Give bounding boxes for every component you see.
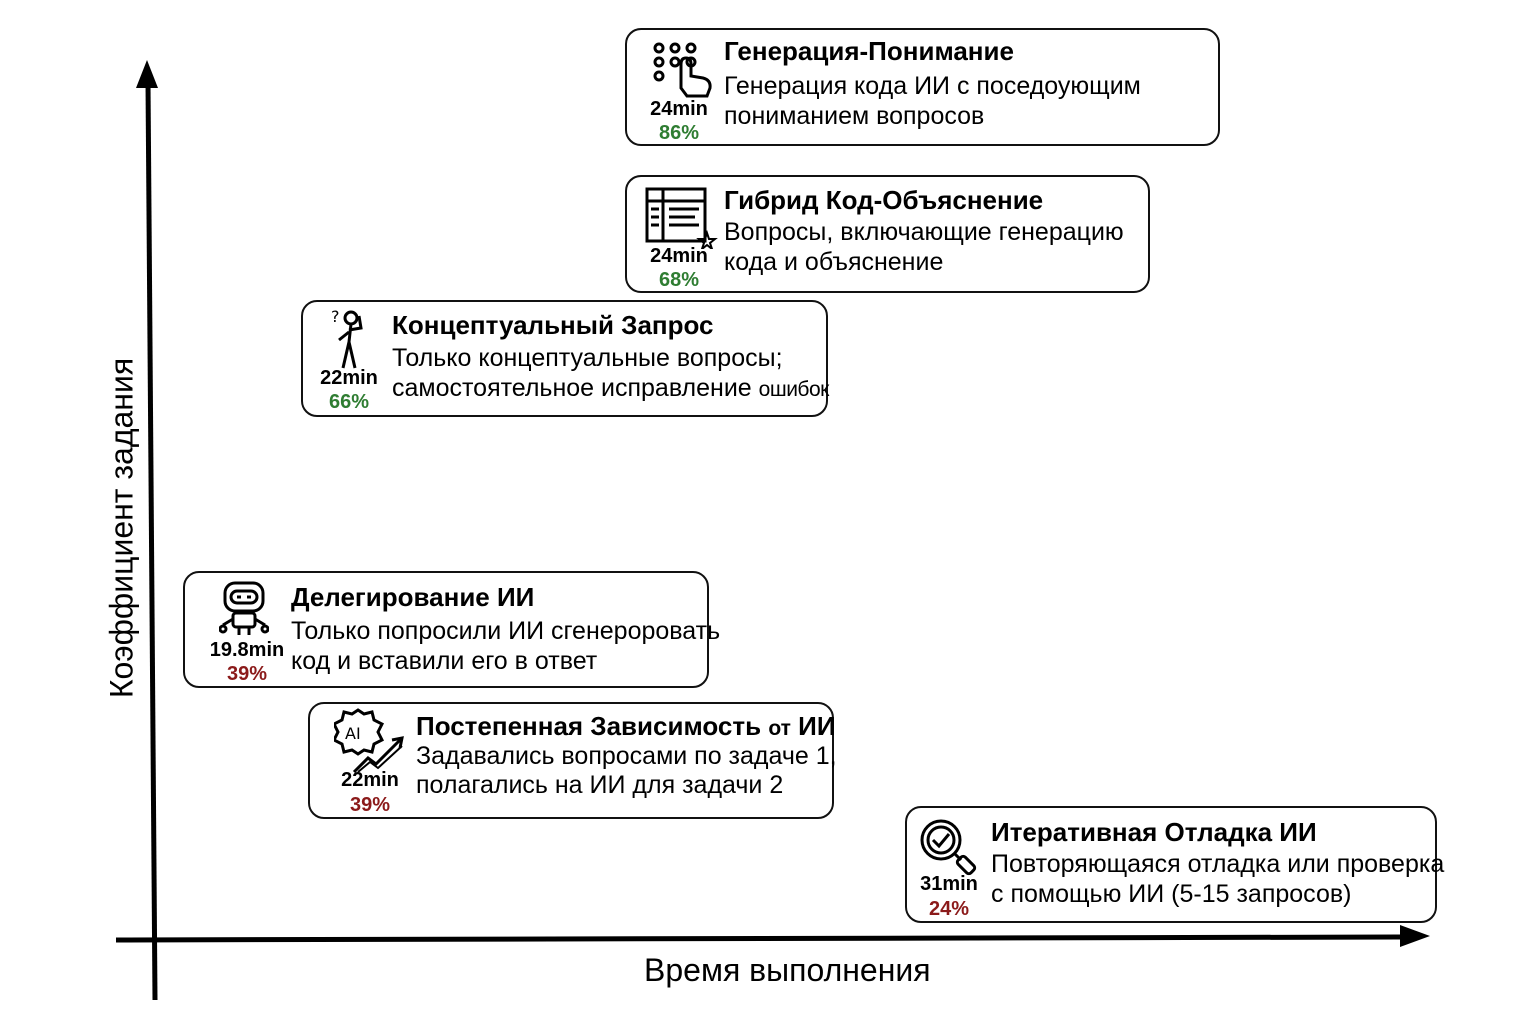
- score-value: 66%: [328, 391, 370, 413]
- card-desc-line1: Повторяющаяся отладка или проверка: [991, 850, 1445, 878]
- x-axis-line: [115, 934, 1406, 943]
- card-title-small: от: [768, 717, 791, 740]
- card-title: Гибрид Код-Объяснение: [724, 185, 1044, 215]
- y-axis-arrow: [136, 60, 158, 88]
- card-desc-line2: с помощью ИИ (5-15 запросов): [991, 880, 1352, 908]
- card-title: Итеративная Отладка ИИ: [991, 817, 1317, 847]
- svg-text:AI: AI: [345, 724, 361, 743]
- robot-icon: [218, 579, 270, 644]
- time-value: 24min: [650, 245, 708, 267]
- card-conceptual-query: ? 22min 66% Концептуальный Запрос Только…: [301, 300, 829, 417]
- time-value: 22min: [320, 367, 378, 389]
- card-generation-understanding: 24min 86% Генерация-Понимание Генерация …: [625, 28, 1220, 146]
- card-progressive-dependence: AI 22min 39% Постепенная Зависимость от …: [308, 702, 837, 819]
- card-hybrid-code-explanation: 24min 68% Гибрид Код-Объяснение Вопросы,…: [625, 175, 1150, 293]
- card-desc-line1: Генерация кода ИИ с поседоующим: [724, 72, 1141, 100]
- card-desc-line2: кода и объяснение: [724, 248, 944, 276]
- y-axis-label: Коэффициент задания: [103, 357, 140, 699]
- card-desc-line2: пониманием вопросов: [724, 102, 985, 130]
- card-title: Концептуальный Запрос: [392, 310, 714, 340]
- card-iterative-debugging: 31min 24% Итеративная Отладка ИИ Повторя…: [905, 806, 1444, 923]
- thinking-person-icon: ?: [329, 306, 369, 375]
- time-value: 19.8min: [209, 639, 285, 661]
- card-desc-line2: код и вставили его в ответ: [291, 647, 598, 675]
- time-value: 22min: [341, 769, 399, 791]
- score-value: 86%: [658, 122, 700, 144]
- card-desc-line2-small: ошибок: [758, 378, 830, 401]
- card-desc-line2-main: самостоятельное исправление: [392, 374, 752, 402]
- score-value: 39%: [226, 663, 268, 685]
- card-title-main: Постепенная Зависимость: [416, 711, 762, 741]
- card-desc-line2: самостоятельное исправление ошибок: [392, 373, 829, 405]
- card-desc-line1: Задавались вопросами по задаче 1,: [416, 742, 837, 770]
- y-axis-line: [145, 81, 158, 1001]
- x-axis-arrow: [1400, 925, 1430, 947]
- svg-text:?: ?: [331, 307, 340, 326]
- card-desc-line1: Вопросы, включающие генерацию: [724, 218, 1124, 246]
- x-axis-label: Время выполнения: [644, 952, 931, 988]
- time-value: 24min: [650, 98, 708, 120]
- card-ai-delegation: 19.8min 39% Делегирование ИИ Только попр…: [183, 571, 720, 688]
- card-desc-line2: полагались на ИИ для задачи 2: [416, 771, 784, 799]
- score-value: 68%: [658, 269, 700, 291]
- ai-growth-icon: AI: [331, 708, 408, 779]
- card-desc-line1: Только концептуальные вопросы;: [392, 344, 783, 372]
- score-value: 24%: [928, 898, 970, 920]
- card-title: Постепенная Зависимость от ИИ: [416, 711, 836, 742]
- card-title: Генерация-Понимание: [724, 36, 1014, 66]
- card-title-end: ИИ: [798, 711, 836, 741]
- card-desc-line1: Только попросили ИИ сгенероровать: [291, 617, 721, 645]
- keypad-touch-icon: [651, 40, 717, 103]
- time-value: 31min: [920, 873, 978, 895]
- card-title: Делегирование ИИ: [291, 582, 535, 612]
- score-value: 39%: [349, 794, 391, 816]
- document-code-icon: [643, 187, 719, 254]
- magnifier-check-icon: [919, 818, 981, 883]
